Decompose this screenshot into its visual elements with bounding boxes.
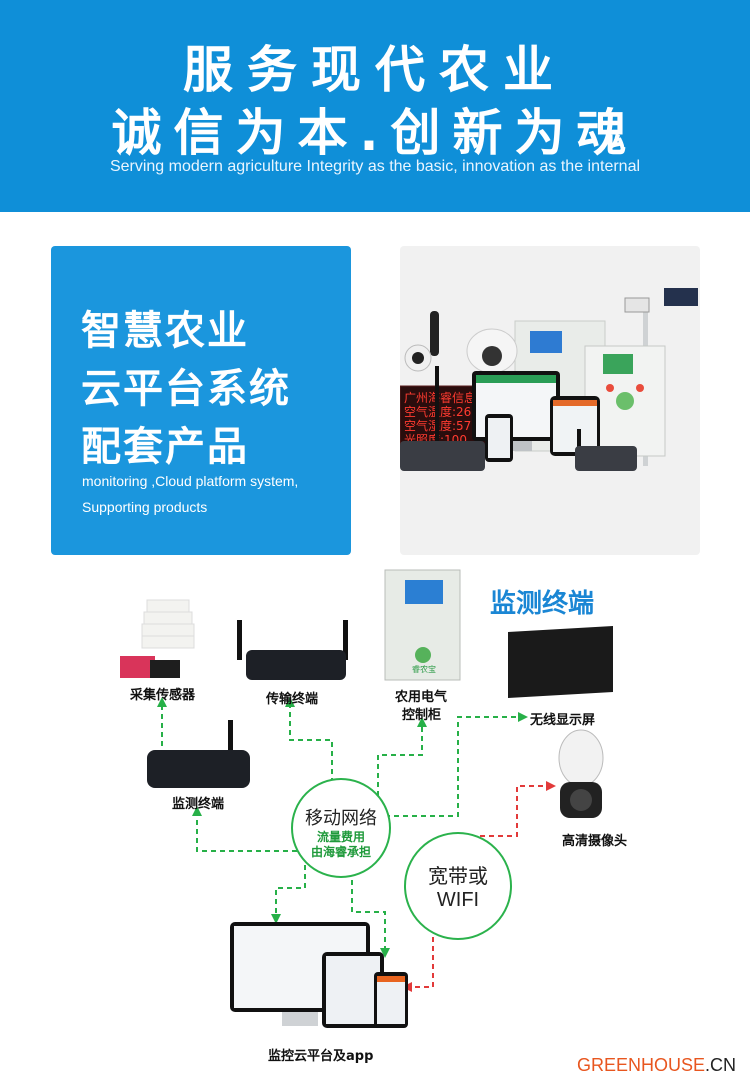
broadband-line1: 宽带或 [428,864,488,888]
monitor-gateway-router [147,720,250,788]
transmission-router [237,620,348,680]
link-wifi-camera [480,785,550,837]
link-network-cabinet [377,723,423,796]
mobile-network-line2: 流量费用 [316,830,365,844]
link-network-transmission [289,703,333,783]
top-banner: 服务现代农业 诚信为本.创新为魂 Serving modern agricult… [0,0,750,212]
link-network-cloud-2 [351,880,386,952]
brand-main: GREENHOUSE [576,1055,705,1075]
cloud-devices [230,922,408,1028]
hd-camera [558,729,604,818]
site-watermark: GREENHOUSE.CN [577,1055,736,1076]
monitor-terminal-title: 监测终端 [490,589,595,619]
label-cabinet-1: 农用电气 [395,690,448,705]
mobile-network-line3: 由海睿承担 [310,845,371,859]
product-heading-line3: 配套产品 [81,424,249,470]
mobile-network-circle: 移动网络 流量费用 由海睿承担 [291,778,391,878]
product-heading-line2: 云平台系统 [81,366,291,412]
product-intro-card: 智慧农业 云平台系统 配套产品 monitoring ,Cloud platfo… [51,246,351,555]
label-cabinet-2: 控制柜 [402,708,442,723]
label-transmission: 传输终端 [266,692,319,707]
link-wifi-cloud [408,937,434,988]
label-sensor: 采集传感器 [130,688,196,703]
wireless-display [508,626,613,698]
banner-title-line2: 诚信为本.创新为魂 [111,104,639,162]
banner-title-line1: 服务现代农业 [183,41,567,99]
cabinet-brand: 睿农宝 [412,664,436,674]
broadband-circle: 宽带或 WIFI [404,832,512,940]
product-en-line2: Supporting products [82,499,208,515]
link-network-display [385,716,522,817]
led-line-3: 空气湿度:57.60 [404,418,490,433]
label-wireless-display: 无线显示屏 [530,713,596,728]
label-hd-camera: 高清摄像头 [562,834,628,849]
mobile-network-title: 移动网络 [305,808,377,829]
brand-suffix: .CN [705,1055,736,1075]
product-heading-line1: 智慧农业 [81,308,249,354]
broadband-line2: WIFI [436,889,480,911]
control-cabinet: 睿农宝 [384,569,461,681]
link-network-cloud-1 [275,865,306,918]
products-illustration: 广州海睿信息科技 空气温度:26.25C 空气湿度:57.60 光照度:100 [400,288,698,471]
label-cloud-app: 监控云平台及app [268,1049,374,1064]
product-en-line1: monitoring ,Cloud platform system, [82,473,299,489]
network-diagram: 睿农宝 [120,569,613,1028]
product-photo: 广州海睿信息科技 空气温度:26.25C 空气湿度:57.60 光照度:100 [400,246,700,555]
banner-subtitle: Serving modern agriculture Integrity as … [109,158,641,175]
link-network-gateway [196,812,297,852]
sensor-device [120,599,195,678]
label-monitor-gateway: 监测终端 [172,797,225,812]
